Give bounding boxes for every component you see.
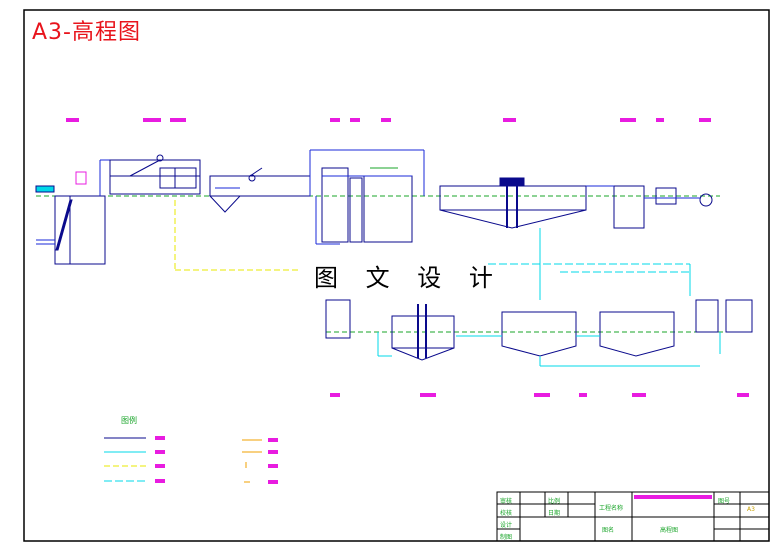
grit-chamber [109, 154, 201, 195]
hydrolysis-tank [208, 167, 311, 213]
drawing-no-label: 图号 [718, 498, 731, 505]
page-title: A3-高程图 [32, 20, 141, 45]
inlet-well [35, 159, 118, 265]
project-label: 工程名称 [599, 505, 624, 512]
review-label: 审核 [500, 498, 513, 505]
legend-title: 图例 [121, 416, 137, 425]
top-label-boxes [66, 118, 711, 122]
title-block [496, 491, 770, 542]
drawing-frame [23, 9, 770, 542]
watermark: 图 文 设 计 [314, 264, 503, 292]
sludge-facilities [325, 299, 753, 361]
sludge-pipes-top [488, 228, 691, 300]
drawn-label: 制图 [500, 534, 513, 541]
check-label: 校核 [500, 510, 513, 517]
secondary-clarifier [439, 177, 587, 229]
date-label: 日期 [548, 510, 561, 517]
legend [104, 436, 278, 484]
sheet-size: A3 [747, 506, 755, 513]
title-block-label [634, 495, 712, 499]
biological-tanks [321, 167, 413, 243]
scale-label: 比例 [548, 498, 561, 505]
pump-marker [75, 171, 87, 185]
sludge-pipes-bottom [377, 332, 721, 367]
disinfection-tank [586, 185, 713, 229]
design-label: 设计 [500, 522, 513, 529]
drawing-name: 高程图 [660, 527, 679, 534]
main-water-pipe [309, 149, 425, 245]
bottom-label-boxes [330, 393, 749, 397]
map-name-label: 图名 [602, 527, 615, 534]
return-sludge-line [174, 200, 300, 271]
